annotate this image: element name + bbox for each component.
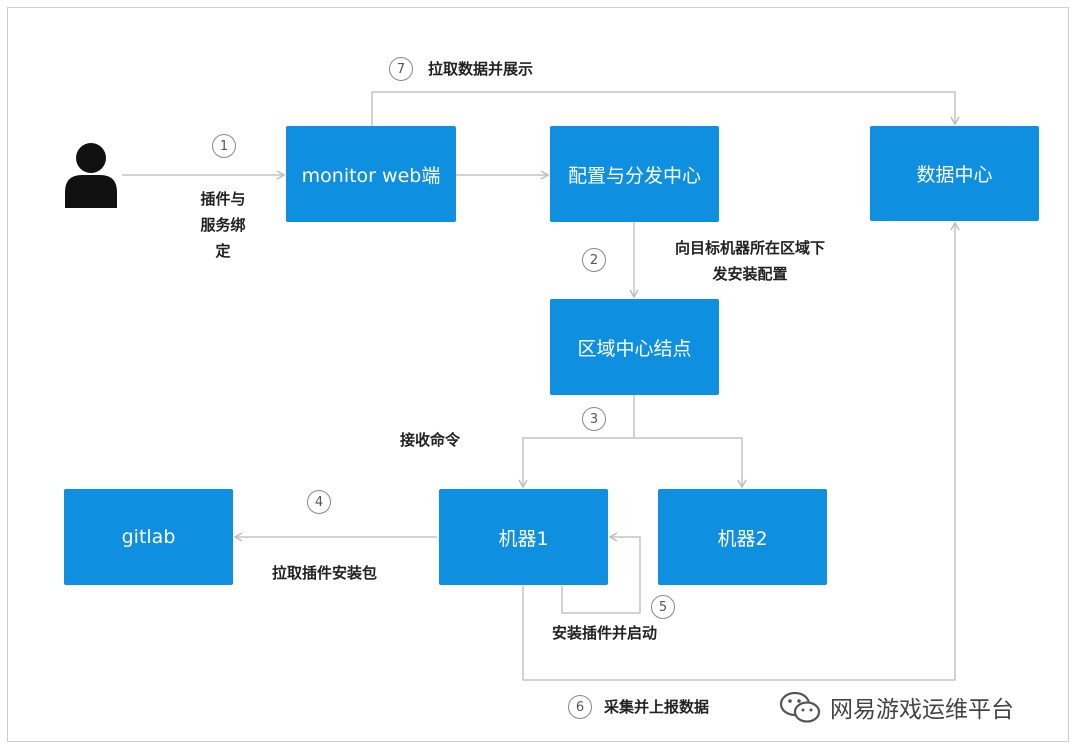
data-center-label: 数据中心 <box>916 164 993 186</box>
step-label-6: 采集并上报数据 <box>604 698 710 716</box>
region-node-label: 区域中心结点 <box>577 337 692 360</box>
machine1-node: 机器1 <box>439 489 608 585</box>
step-label-3: 接收命令 <box>400 431 461 449</box>
step-number-1: 1 <box>212 134 236 158</box>
config-center-node: 配置与分发中心 <box>550 126 719 222</box>
region-node: 区域中心结点 <box>550 299 719 395</box>
diagram-frame <box>7 7 1069 742</box>
monitor-web-node: monitor web端 <box>286 126 456 222</box>
config-center-label: 配置与分发中心 <box>567 164 701 187</box>
gitlab-node: gitlab <box>64 489 233 585</box>
step-number-5: 5 <box>651 595 675 619</box>
step-label-4: 拉取插件安装包 <box>272 564 378 582</box>
arrow-region-to-machines <box>518 395 635 489</box>
step-number-6: 6 <box>568 695 592 719</box>
data-center-node: 数据中心 <box>870 126 1039 221</box>
step-number-2: 2 <box>582 248 606 272</box>
machine2-node: 机器2 <box>658 489 827 585</box>
step-number-3: 3 <box>582 407 606 431</box>
step-label-5: 安装插件并启动 <box>552 624 658 642</box>
watermark-text: 网易游戏运维平台 <box>830 697 1014 723</box>
step-label-2: 向目标机器所在区域下发安装配置 <box>675 239 826 283</box>
step-label-7: 拉取数据并展示 <box>428 60 534 78</box>
arrow-data-to-monitor <box>371 91 960 126</box>
loop-install-plugin <box>561 532 641 614</box>
gitlab-label: gitlab <box>121 526 176 548</box>
machine2-label: 机器2 <box>717 527 768 550</box>
arrow-machine1-to-data <box>522 221 960 681</box>
step-number-7: 7 <box>389 57 413 81</box>
monitor-web-label: monitor web端 <box>301 164 441 187</box>
step-label-1: 插件与服务绑定 <box>200 190 246 260</box>
user-icon <box>65 143 117 208</box>
wechat-icon <box>779 691 821 723</box>
machine1-label: 机器1 <box>498 527 549 550</box>
step-number-4: 4 <box>307 490 331 514</box>
watermark: 网易游戏运维平台 <box>778 690 1014 724</box>
